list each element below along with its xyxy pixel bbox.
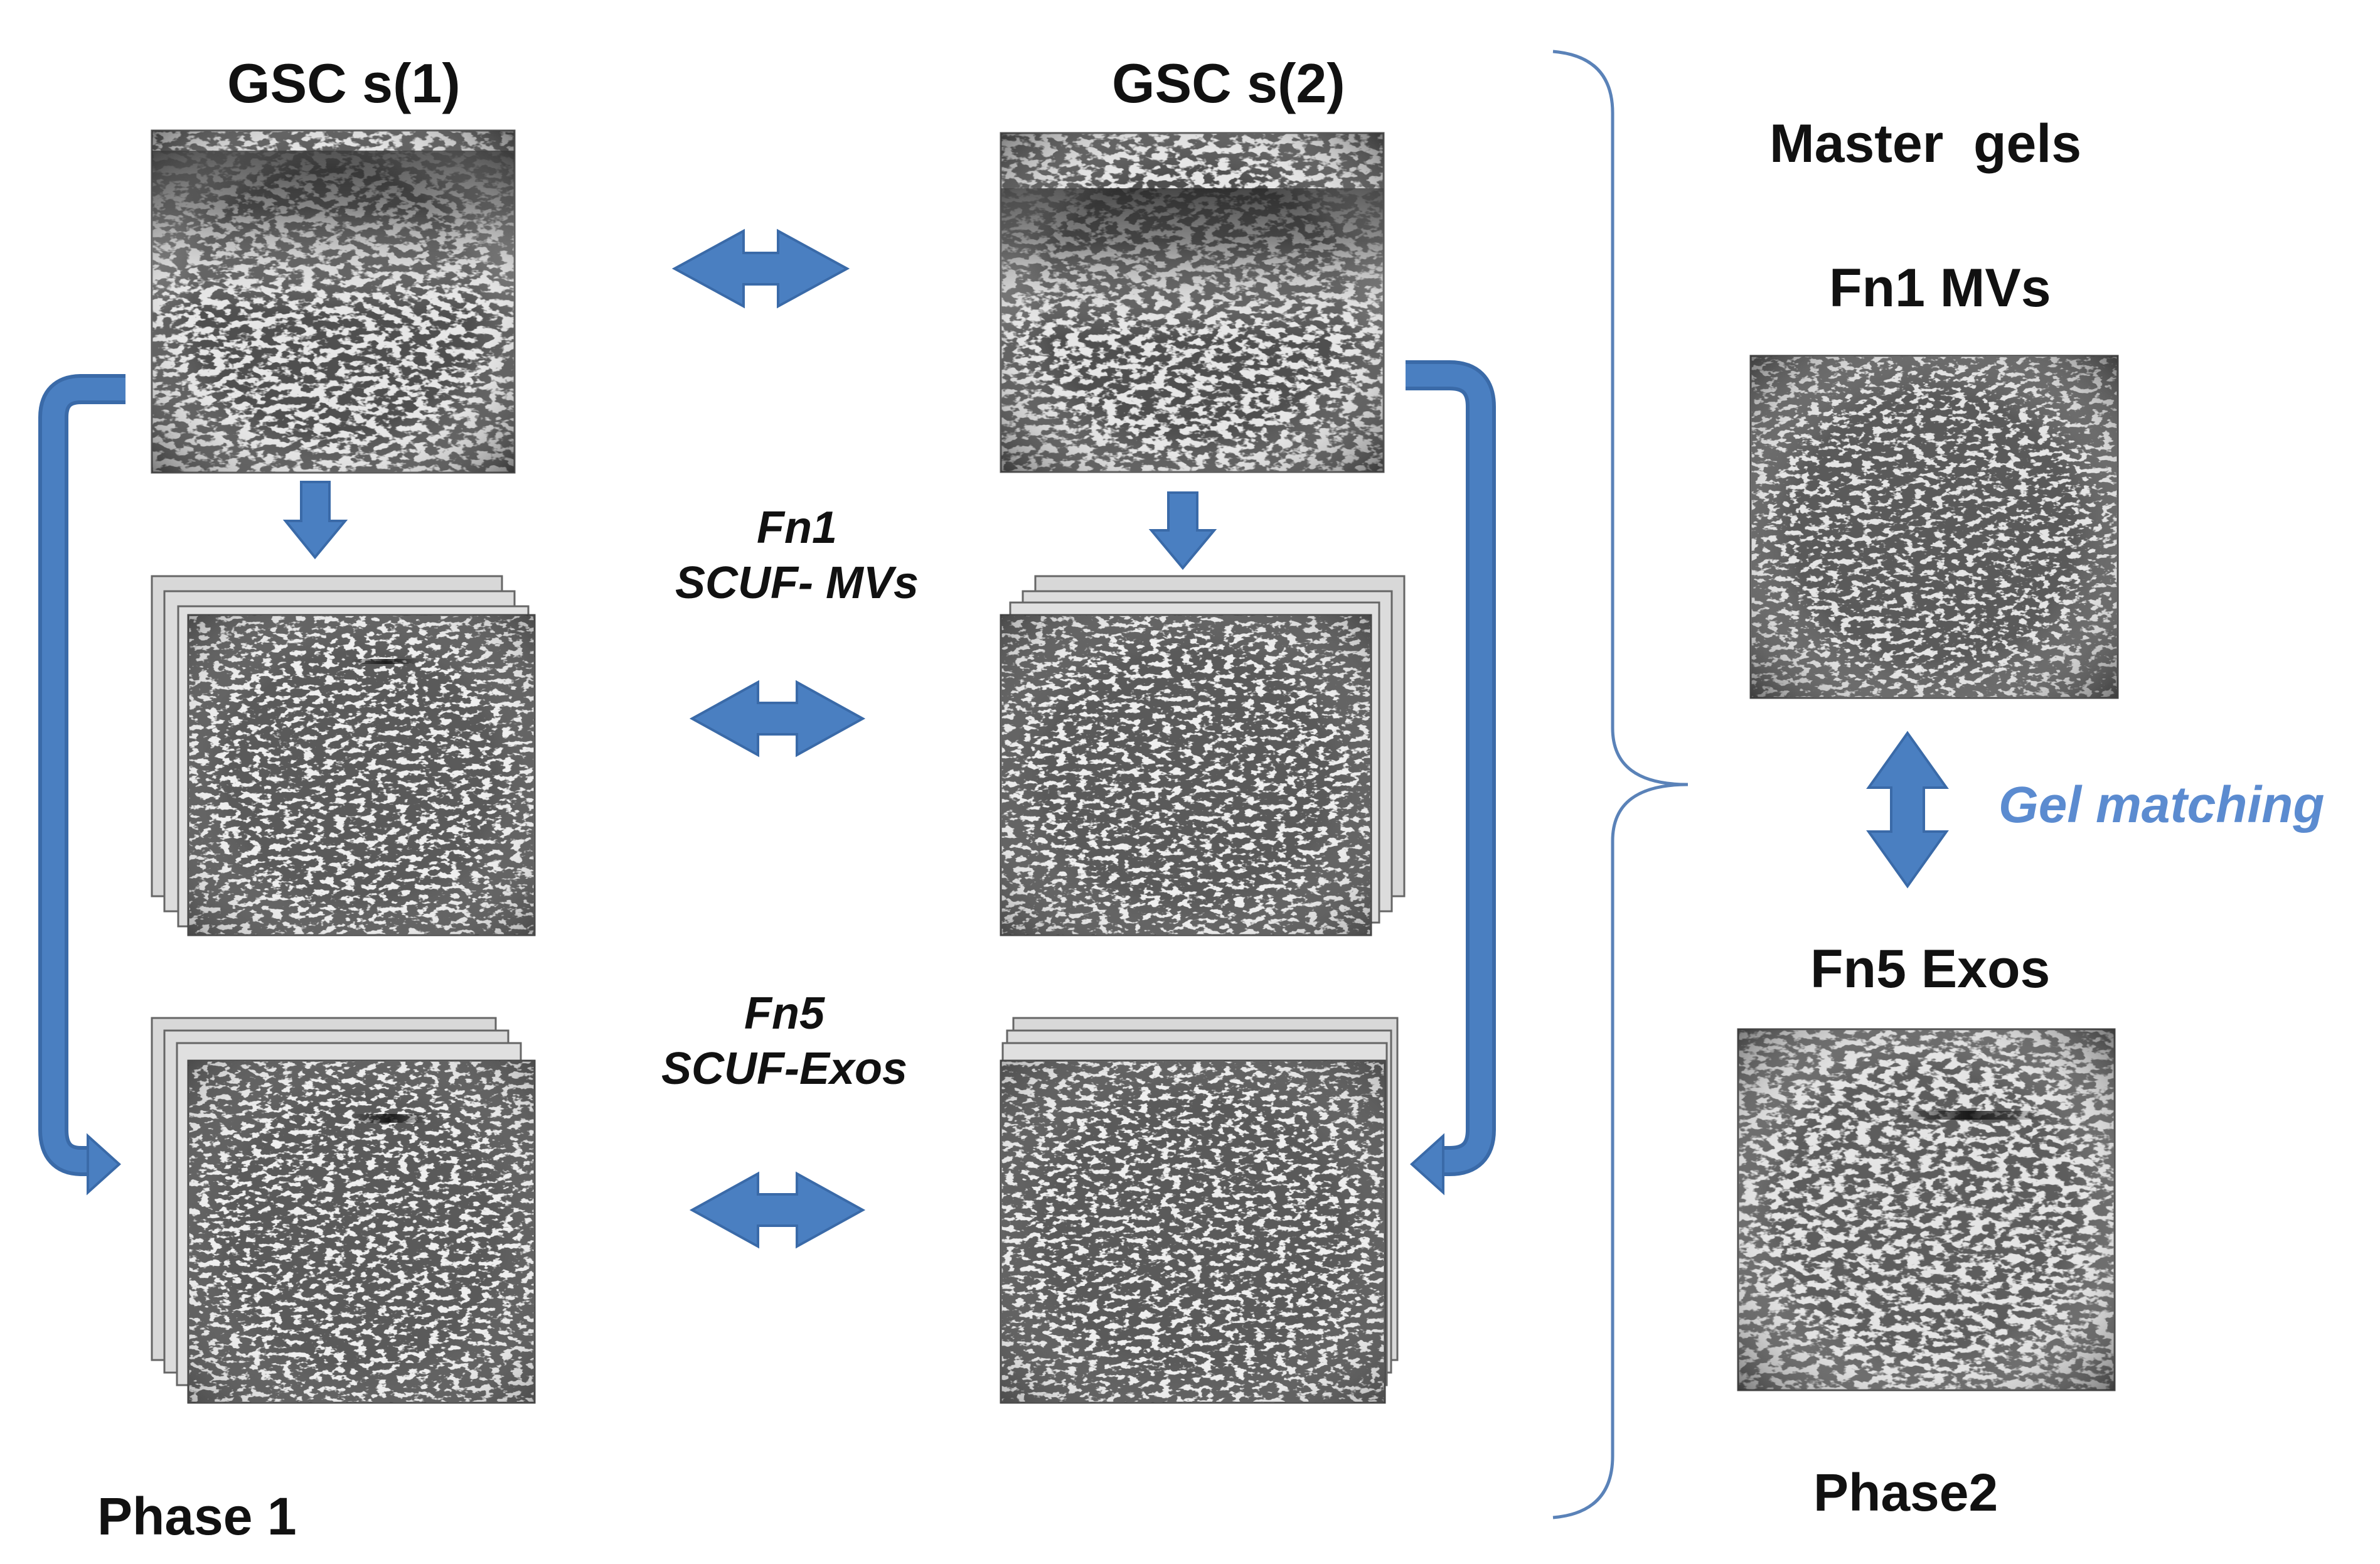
down-arrow-1 xyxy=(282,481,348,560)
up-down-double-arrow xyxy=(1866,731,1949,889)
left-right-double-arrow-3 xyxy=(689,1171,866,1249)
label-gel-matching: Gel matching xyxy=(1998,776,2325,833)
label-phase1: Phase 1 xyxy=(97,1487,297,1546)
down-arrow-2 xyxy=(1148,491,1217,570)
gel-stack-fn5-gsc1 xyxy=(151,1017,536,1404)
label-fn1-block: Fn1 SCUF- MVs xyxy=(646,501,947,611)
label-fn5-exos: Fn5 Exos xyxy=(1810,939,2051,999)
gel-stack-fn1-gsc1 xyxy=(151,575,536,936)
left-right-double-arrow-1 xyxy=(671,228,850,309)
label-fn5: Fn5 xyxy=(744,988,824,1039)
label-scuf-mvs: SCUF- MVs xyxy=(675,557,919,608)
left-right-double-arrow-2 xyxy=(689,680,866,758)
label-fn1: Fn1 xyxy=(756,503,837,553)
label-fn1-mvs: Fn1 MVs xyxy=(1829,258,2051,318)
label-fn5-block: Fn5 SCUF-Exos xyxy=(634,987,935,1097)
curved-arrow-left xyxy=(38,374,125,1196)
right-curly-brace xyxy=(1552,50,1689,1519)
label-scuf-exos: SCUF-Exos xyxy=(661,1043,908,1094)
label-gsc1: GSC s(1) xyxy=(227,52,461,114)
gel-stack-fn1-gsc2 xyxy=(1000,575,1406,936)
master-gel-fn5-exos xyxy=(1737,1028,2116,1391)
label-gsc2: GSC s(2) xyxy=(1112,52,1345,114)
label-master-gels: Master gels xyxy=(1769,114,2082,174)
master-gel-fn1-mvs xyxy=(1749,355,2119,699)
curved-arrow-right xyxy=(1406,360,1496,1196)
gel-stack-fn5-gsc2 xyxy=(1000,1017,1399,1404)
gel-gsc1 xyxy=(151,129,516,474)
label-phase2: Phase2 xyxy=(1813,1463,1998,1522)
gel-gsc2 xyxy=(1000,132,1385,473)
